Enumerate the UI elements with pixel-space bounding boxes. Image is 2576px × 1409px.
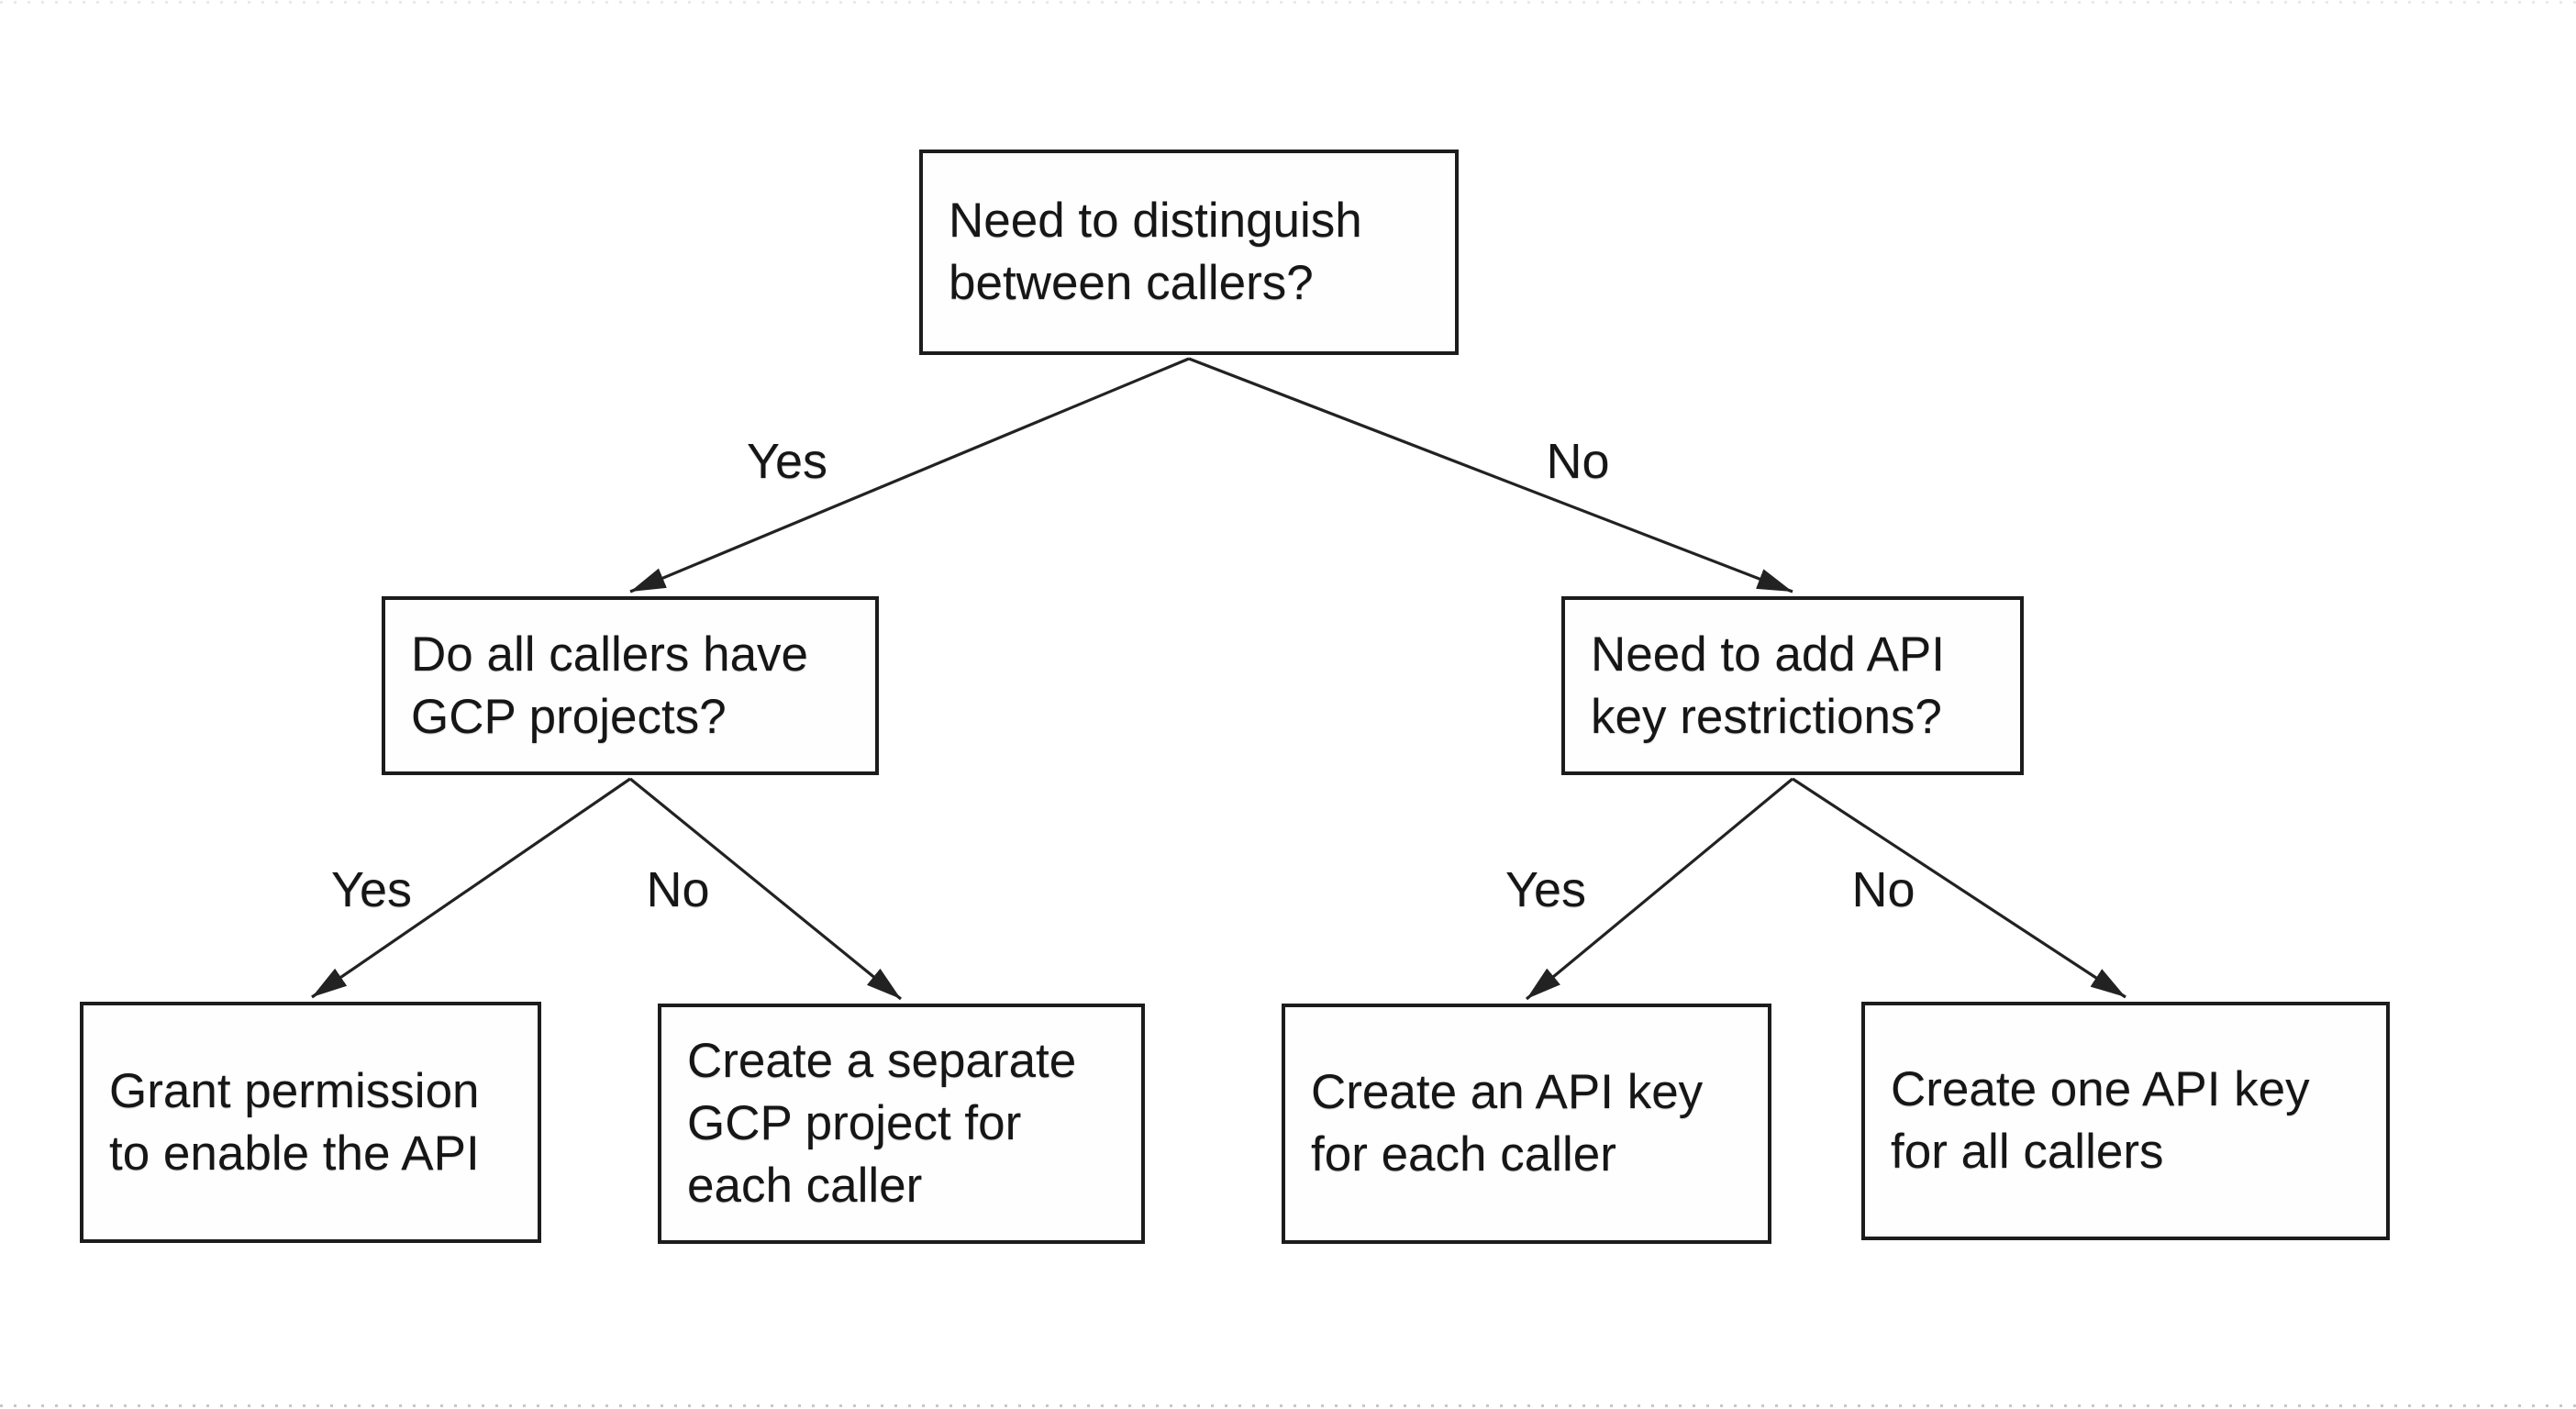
edge-label-root-no: No xyxy=(1546,434,1610,489)
flow-node-restrict-question: Need to add API key restrictions? xyxy=(1561,596,2024,775)
flow-node-text: Grant permission to enable the API xyxy=(83,1060,496,1185)
flow-node-grant-permission: Grant permission to enable the API xyxy=(80,1002,541,1243)
flow-node-text-line: Grant permission xyxy=(109,1063,480,1118)
flow-node-text: Need to add API key restrictions? xyxy=(1565,624,1961,749)
flow-node-text-line: for each caller xyxy=(1311,1127,1616,1182)
edge-label-gcp-yes: Yes xyxy=(330,862,413,917)
edge-line-root-no xyxy=(1188,357,1793,594)
flow-node-text-line: to enable the API xyxy=(109,1126,480,1181)
flow-node-text-line: Need to add API xyxy=(1591,627,1946,682)
flow-node-text: Need to distinguish between callers? xyxy=(923,190,1379,315)
flow-node-root: Need to distinguish between callers? xyxy=(919,150,1459,355)
scan-artifact-top-edge xyxy=(0,1,2576,4)
edge-line-root-yes xyxy=(629,357,1190,594)
flow-node-text-line: GCP project for xyxy=(687,1096,1022,1150)
flow-node-key-per-caller: Create an API key for each caller xyxy=(1282,1004,1771,1244)
flow-node-text-line: Create one API key xyxy=(1891,1062,2310,1116)
flow-node-text: Create one API key for all callers xyxy=(1865,1059,2326,1183)
flow-node-text-line: Need to distinguish xyxy=(949,194,1362,248)
flow-node-text-line: Create a separate xyxy=(687,1034,1077,1088)
scan-artifact-bottom-edge xyxy=(0,1404,2576,1407)
edge-line-restrict-no xyxy=(1792,777,2126,999)
flow-node-text-line: each caller xyxy=(687,1159,923,1213)
flow-node-text: Create an API key for each caller xyxy=(1285,1061,1719,1186)
flow-node-text-line: between callers? xyxy=(949,256,1314,310)
flow-node-text-line: Create an API key xyxy=(1311,1065,1704,1119)
edge-label-gcp-no: No xyxy=(646,862,710,917)
edge-label-root-yes: Yes xyxy=(746,434,828,489)
flow-node-text-line: for all callers xyxy=(1891,1125,2164,1179)
flow-node-text-line: key restrictions? xyxy=(1591,689,1942,744)
edge-label-restrict-yes: Yes xyxy=(1505,862,1587,917)
flow-node-key-for-all: Create one API key for all callers xyxy=(1861,1002,2390,1240)
edge-label-restrict-no: No xyxy=(1851,862,1915,917)
flow-node-text-line: GCP projects? xyxy=(411,689,727,744)
flow-node-text-line: Do all callers have xyxy=(411,627,809,682)
